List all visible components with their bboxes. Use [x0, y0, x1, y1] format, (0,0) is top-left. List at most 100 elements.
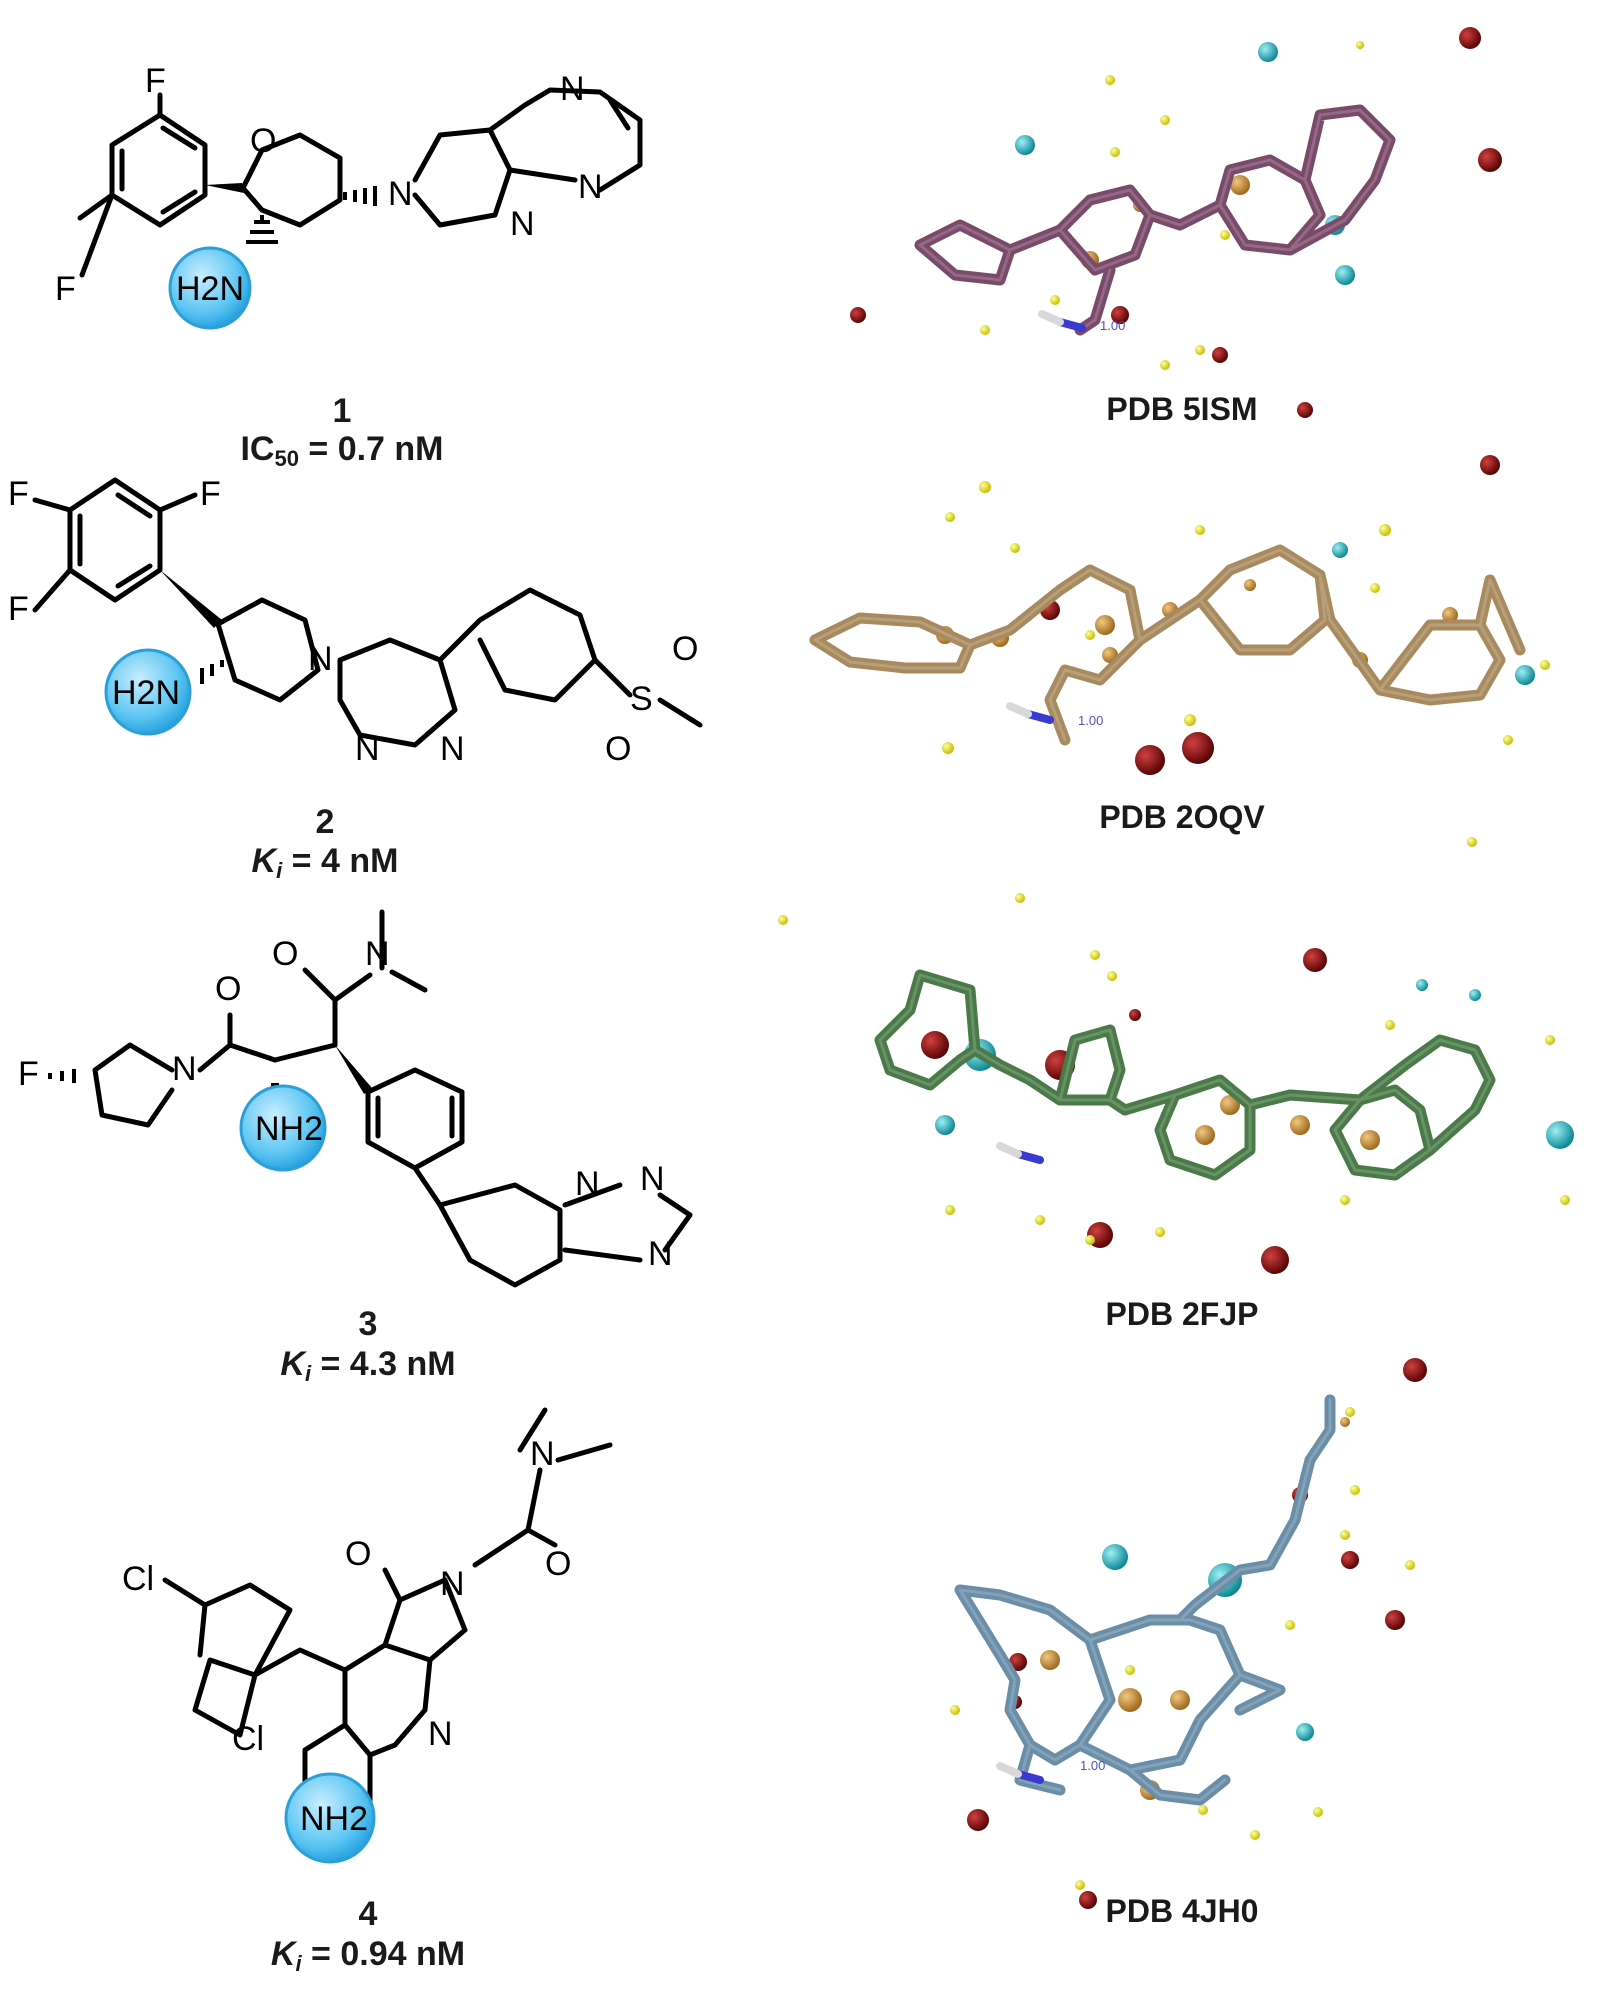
structure-compound-3: N O O N F N N N: [18, 909, 693, 1288]
distance-label: 1.00: [1100, 318, 1125, 333]
sphere-24: [1503, 735, 1513, 745]
pdb-label-2: PDB 2OQV: [1099, 799, 1265, 835]
sphere-23: [942, 742, 954, 754]
sphere-21: [1182, 732, 1214, 764]
sphere-3: [1090, 950, 1100, 960]
sphere-6: [1340, 1530, 1350, 1540]
sphere-26: [1085, 630, 1095, 640]
sphere-1: [778, 915, 788, 925]
sphere-2: [1015, 893, 1025, 903]
sphere-13: [1009, 1653, 1027, 1671]
svg-text:N: N: [388, 175, 413, 213]
sphere-7: [1416, 979, 1428, 991]
svg-text:Cl: Cl: [232, 1720, 264, 1758]
sphere-11: [1341, 1551, 1359, 1569]
caption-compound-3: 3 Ki = 4.3 nM: [280, 1305, 455, 1386]
svg-text:F: F: [8, 475, 29, 513]
amine-highlight-compound-1: H2N: [168, 246, 252, 330]
amine-label: NH2: [255, 1110, 323, 1148]
sphere-5: [1107, 971, 1117, 981]
svg-text:F: F: [18, 1055, 39, 1093]
sphere-15: [1111, 306, 1129, 324]
sphere-20: [1135, 745, 1165, 775]
sphere-6: [1379, 524, 1391, 536]
svg-text:O: O: [250, 122, 276, 160]
svg-text:F: F: [145, 62, 166, 100]
ligand-sticks-highlight: [878, 973, 1492, 1177]
sphere-10: [1545, 1035, 1555, 1045]
activity-value: IC50 = 0.7 nM: [240, 430, 443, 471]
sphere-8: [1220, 230, 1230, 240]
svg-text:N: N: [530, 1435, 555, 1473]
ligand-sticks-highlight: [813, 548, 1522, 742]
sphere-15: [1442, 607, 1458, 623]
sphere-22: [1184, 714, 1196, 726]
sphere-16: [1040, 1650, 1060, 1670]
sphere-8: [1370, 583, 1380, 593]
svg-text:S: S: [630, 680, 653, 718]
distance-label: 1.00: [1078, 713, 1103, 728]
sphere-21: [945, 1205, 955, 1215]
svg-text:N: N: [575, 1165, 600, 1203]
amine-hydrogen: [1038, 310, 1064, 326]
svg-text:N: N: [578, 168, 603, 206]
sphere-10: [1335, 265, 1355, 285]
svg-text:N: N: [510, 205, 535, 243]
sphere-4: [1015, 135, 1035, 155]
sphere-10: [1095, 615, 1115, 635]
sphere-16: [1515, 665, 1535, 685]
structure-compound-2: F F F N N N S O O: [8, 475, 703, 768]
sphere-8: [1385, 1020, 1395, 1030]
sphere-3: [1459, 27, 1481, 49]
svg-text:O: O: [272, 935, 298, 973]
svg-text:N: N: [440, 730, 465, 768]
svg-text:Cl: Cl: [122, 1560, 154, 1598]
ligand-sticks: [874, 969, 1496, 1181]
compound-number: 1: [333, 392, 352, 430]
sphere-17: [1540, 660, 1550, 670]
amine-highlight-compound-4: NH2: [284, 1772, 376, 1864]
compound-number: 3: [359, 1305, 378, 1343]
sphere-24: [967, 1809, 989, 1831]
sphere-12: [1560, 1195, 1570, 1205]
amine-highlight-compound-2: H2N: [104, 648, 192, 736]
sphere-27: [1125, 1665, 1135, 1675]
crystal-pose-panel-1: 1.00: [850, 27, 1502, 418]
crystal-pose-panel-3: [778, 893, 1574, 1274]
sphere-20: [935, 1115, 955, 1135]
sphere-13: [1244, 579, 1256, 591]
sphere-21: [1313, 1807, 1323, 1817]
sphere-2: [1258, 42, 1278, 62]
svg-text:N: N: [355, 730, 380, 768]
sphere-26: [1079, 1891, 1097, 1909]
sphere-27: [1085, 1235, 1095, 1245]
activity-value: Ki = 4.3 nM: [280, 1345, 455, 1386]
sphere-14: [1050, 295, 1060, 305]
svg-text:O: O: [545, 1545, 571, 1583]
sphere-18: [1360, 1130, 1380, 1150]
sphere-16: [1195, 1125, 1215, 1145]
sphere-7: [1102, 1544, 1128, 1570]
caption-compound-1: 1 IC50 = 0.7 nM: [240, 392, 443, 471]
sphere-7: [1480, 455, 1500, 475]
sphere-22: [1250, 1830, 1260, 1840]
pdb-label-3: PDB 2FJP: [1106, 1296, 1259, 1332]
svg-text:O: O: [672, 630, 698, 668]
sphere-15: [950, 1705, 960, 1715]
caption-compound-4: 4 Ki = 0.94 nM: [271, 1895, 465, 1976]
sphere-7: [1230, 175, 1250, 195]
sphere-23: [1198, 1805, 1208, 1815]
caption-compound-2: 2 Ki = 4 nM: [252, 803, 399, 883]
crystal-pose-panel-2: 1.00: [809, 455, 1550, 847]
sphere-6: [1160, 115, 1170, 125]
svg-text:N: N: [640, 1160, 665, 1198]
amine-highlight-compound-3: NH2: [239, 1084, 327, 1172]
svg-text:O: O: [215, 970, 241, 1008]
svg-text:N: N: [308, 640, 333, 678]
svg-text:F: F: [8, 590, 29, 628]
pdb-label-4: PDB 4JH0: [1106, 1893, 1259, 1929]
sphere-12: [850, 307, 866, 323]
sphere-3: [1340, 1417, 1350, 1427]
amine-hydrogen: [996, 1142, 1022, 1158]
compound-number: 2: [316, 803, 335, 841]
